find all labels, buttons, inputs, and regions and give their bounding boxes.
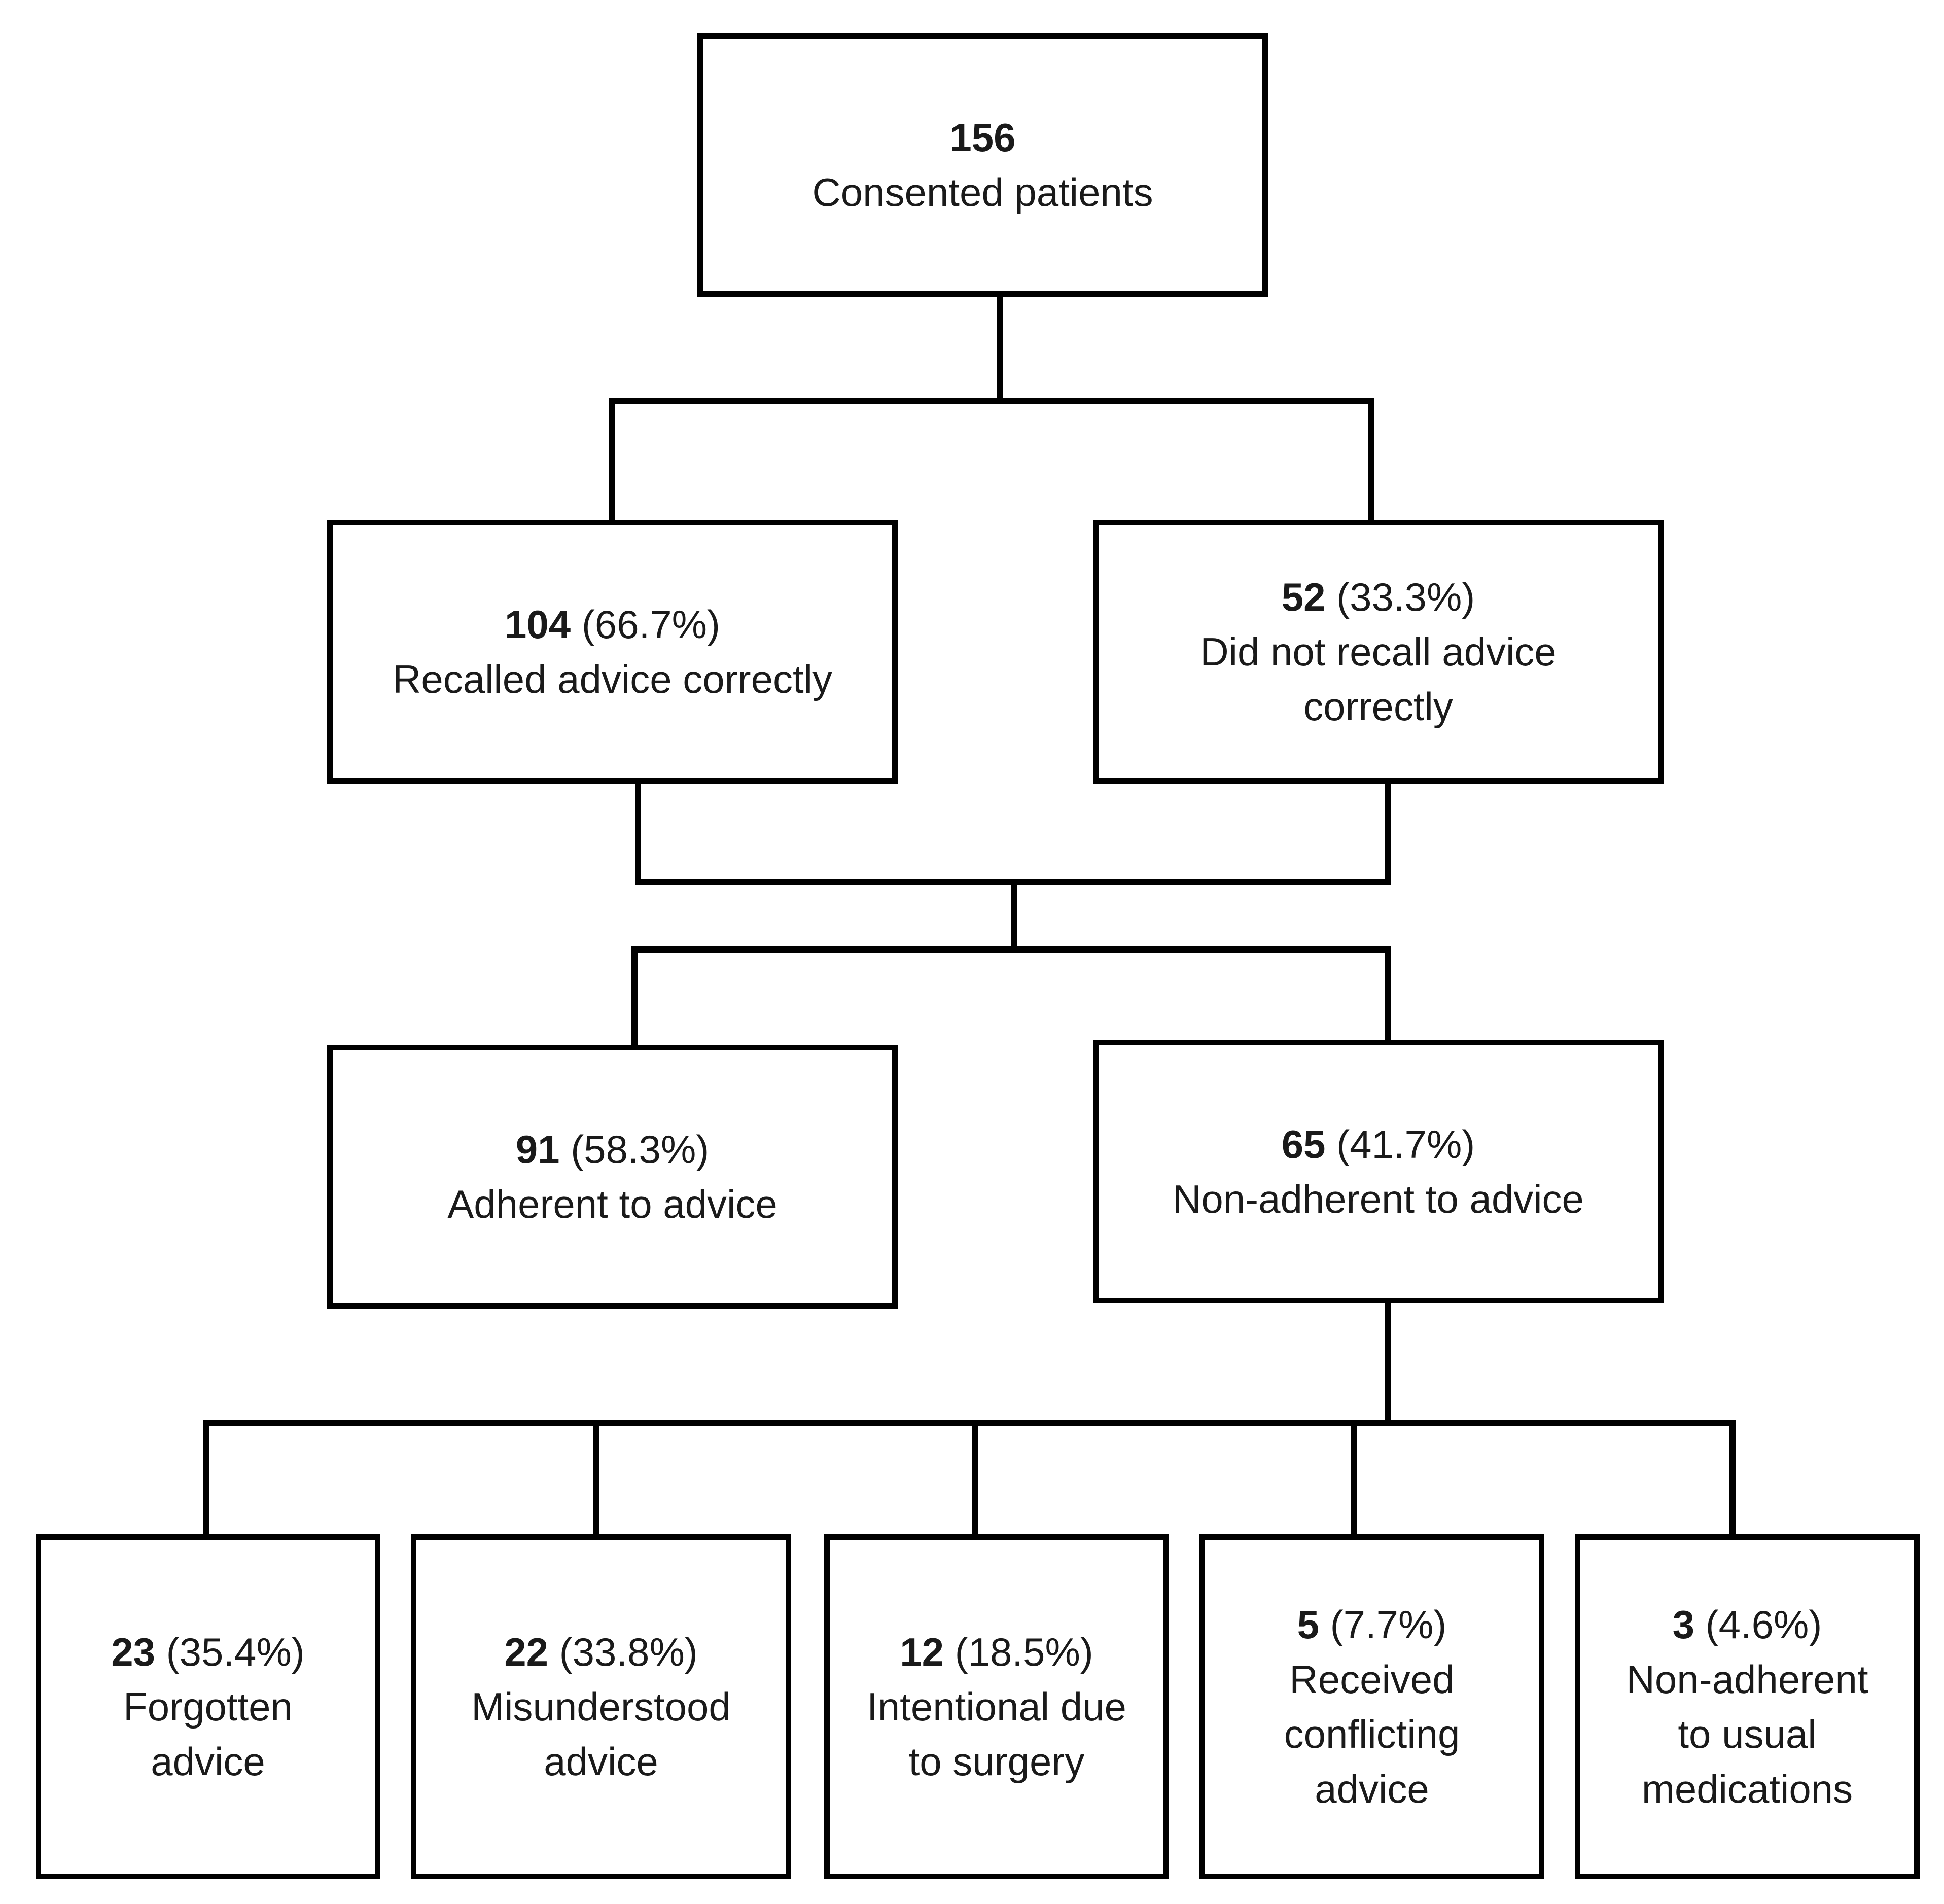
box-label: Intentional due to surgery xyxy=(867,1684,1126,1784)
box-count-line: 156 xyxy=(949,110,1015,165)
count: 156 xyxy=(949,115,1016,160)
connector-recall-right-down xyxy=(1385,784,1391,885)
connector-recall-left-down xyxy=(635,784,641,885)
connector-reason-1 xyxy=(203,1420,209,1537)
count: 22 xyxy=(504,1630,548,1674)
box-label: Non-adherent to advice xyxy=(1173,1177,1584,1221)
connector-recall-right xyxy=(1368,398,1374,520)
connector-reason-5 xyxy=(1729,1420,1736,1537)
box-consented-patients: 156 Consented patients xyxy=(697,33,1268,297)
box-label: Recalled advice correctly xyxy=(392,657,833,701)
box-label: Forgotten advice xyxy=(123,1684,293,1784)
box-forgotten-advice: 23 (35.4%) Forgotten advice xyxy=(36,1534,380,1879)
percentage: (33.3%) xyxy=(1336,575,1475,619)
percentage: (66.7%) xyxy=(581,602,720,647)
box-count-line: 104 (66.7%) xyxy=(505,597,720,652)
box-label: Misunderstood advice xyxy=(471,1684,731,1784)
box-usual-medications: 3 (4.6%) Non-adherent to usual medicatio… xyxy=(1575,1534,1920,1879)
count: 104 xyxy=(505,602,571,647)
connector-reason-3 xyxy=(972,1420,978,1537)
box-adherent: 91 (58.3%) Adherent to advice xyxy=(327,1045,898,1309)
connector-reasons-bar xyxy=(203,1420,1736,1426)
box-misunderstood-advice: 22 (33.8%) Misunderstood advice xyxy=(411,1534,791,1879)
connector-adherence-left xyxy=(631,946,638,1048)
box-count-line: 91 (58.3%) xyxy=(516,1122,710,1177)
box-non-adherent: 65 (41.7%) Non-adherent to advice xyxy=(1093,1040,1664,1303)
box-count-line: 23 (35.4%) xyxy=(111,1625,305,1679)
connector-recall-left xyxy=(609,398,615,520)
box-intentional-surgery: 12 (18.5%) Intentional due to surgery xyxy=(824,1534,1169,1879)
percentage: (41.7%) xyxy=(1336,1122,1475,1167)
box-label: Consented patients xyxy=(812,170,1153,215)
percentage: (35.4%) xyxy=(166,1630,305,1674)
box-recalled-correctly: 104 (66.7%) Recalled advice correctly xyxy=(327,520,898,784)
count: 5 xyxy=(1297,1602,1319,1647)
count: 52 xyxy=(1281,575,1326,619)
box-count-line: 12 (18.5%) xyxy=(900,1625,1093,1679)
count: 65 xyxy=(1281,1122,1326,1167)
percentage: (7.7%) xyxy=(1330,1602,1447,1647)
connector-merge-down xyxy=(1011,879,1017,950)
connector-recall-bar xyxy=(609,398,1374,404)
box-label: Did not recall advice correctly xyxy=(1200,629,1557,729)
count: 23 xyxy=(111,1630,155,1674)
box-label: Non-adherent to usual medications xyxy=(1626,1657,1868,1811)
connector-root-down xyxy=(997,294,1003,401)
box-count-line: 65 (41.7%) xyxy=(1282,1117,1475,1172)
connector-adherence-right xyxy=(1385,946,1391,1048)
box-conflicting-advice: 5 (7.7%) Received conflicting advice xyxy=(1199,1534,1544,1879)
connector-reason-4 xyxy=(1351,1420,1357,1537)
percentage: (18.5%) xyxy=(955,1630,1093,1674)
box-count-line: 3 (4.6%) xyxy=(1673,1597,1822,1652)
connector-reason-2 xyxy=(593,1420,599,1537)
box-label: Received conflicting advice xyxy=(1284,1657,1460,1811)
percentage: (33.8%) xyxy=(559,1630,698,1674)
box-count-line: 5 (7.7%) xyxy=(1297,1597,1447,1652)
connector-adherence-bar xyxy=(631,946,1391,953)
box-label: Adherent to advice xyxy=(447,1182,777,1226)
percentage: (58.3%) xyxy=(571,1127,710,1172)
box-count-line: 52 (33.3%) xyxy=(1282,570,1475,624)
box-did-not-recall: 52 (33.3%) Did not recall advice correct… xyxy=(1093,520,1664,784)
count: 3 xyxy=(1672,1602,1694,1647)
percentage: (4.6%) xyxy=(1705,1602,1822,1647)
connector-nonadherent-down xyxy=(1385,1303,1391,1425)
count: 12 xyxy=(900,1630,944,1674)
box-count-line: 22 (33.8%) xyxy=(504,1625,698,1679)
count: 91 xyxy=(515,1127,560,1172)
